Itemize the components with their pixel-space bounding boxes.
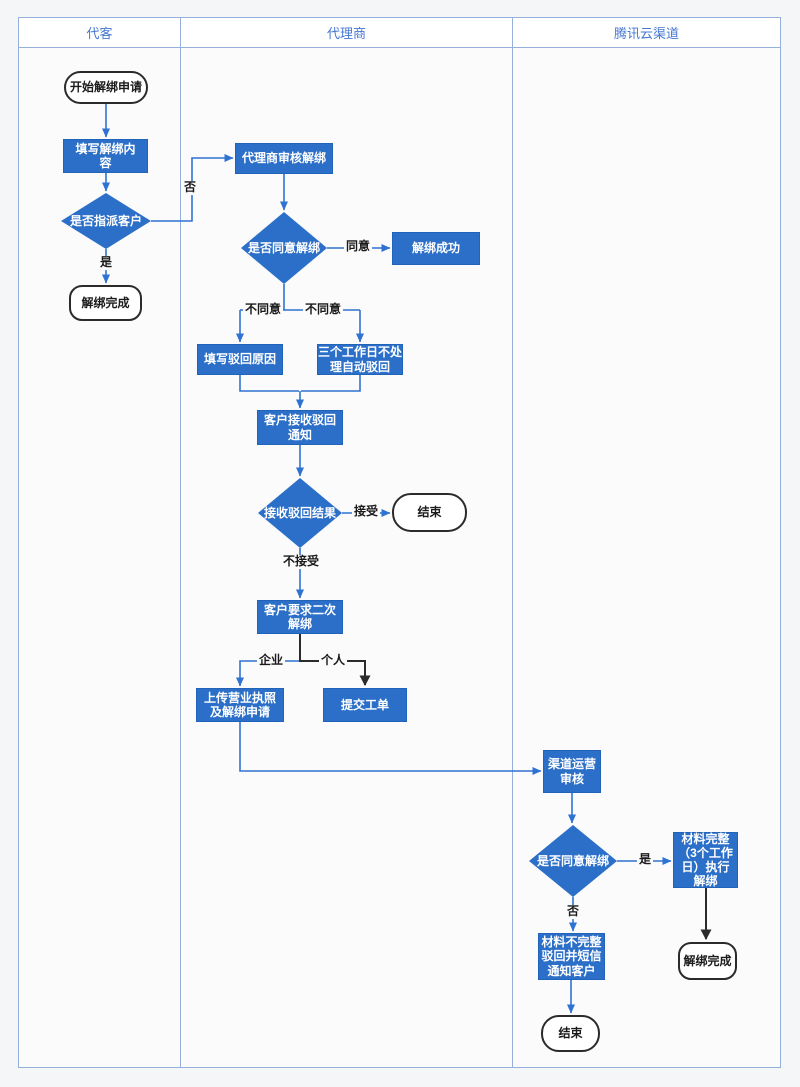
- edge-label-accept: 接受: [351, 504, 381, 519]
- edge-label-disagree-left: 不同意: [242, 302, 284, 317]
- lane-header-row: 代客 代理商 腾讯云渠道: [18, 17, 781, 48]
- fill-unbind-content-process: 填写解绑内 容: [63, 139, 148, 173]
- submit-ticket-process: 提交工单: [323, 688, 407, 722]
- unbind-complete-terminator-customer: 解绑完成: [69, 285, 142, 321]
- edge-label-yes-material: 是: [636, 852, 654, 867]
- auto-reject-process: 三个工作日不处 理自动驳回: [317, 344, 403, 375]
- fill-reject-reason-process: 填写驳回原因: [197, 344, 283, 375]
- edge-label-agree: 同意: [343, 239, 373, 254]
- channel-review-process: 渠道运营 审核: [543, 750, 601, 793]
- lane-header-customer: 代客: [19, 18, 181, 47]
- lane-header-tencent-channel: 腾讯云渠道: [613, 26, 679, 41]
- start-terminator: 开始解绑申请: [64, 71, 148, 104]
- edge-label-disagree-right: 不同意: [302, 302, 344, 317]
- edge-label-no-assign: 否: [181, 180, 199, 195]
- end-terminator-channel: 结束: [541, 1015, 600, 1052]
- edge-label-not-accept: 不接受: [280, 554, 322, 569]
- receive-reject-notice-process: 客户接收驳回 通知: [257, 410, 343, 445]
- material-incomplete-process: 材料不完整 驳回并短信 通知客户: [538, 933, 605, 980]
- edge-label-no-material: 否: [564, 904, 582, 919]
- upload-license-process: 上传营业执照 及解绑申请: [196, 688, 284, 722]
- material-complete-process: 材料完整 （3个工作 日）执行 解绑: [673, 832, 738, 888]
- lane-header-agent: 代理商: [181, 18, 513, 47]
- unbind-success-process: 解绑成功: [392, 232, 480, 265]
- swimlane-frame: [18, 17, 781, 1068]
- unbind-complete-terminator-channel: 解绑完成: [678, 942, 737, 980]
- lane-divider-1: [180, 48, 181, 1068]
- edge-label-yes-assign: 是: [97, 255, 115, 270]
- agent-review-process: 代理商审核解绑: [235, 143, 333, 174]
- end-terminator-agent: 结束: [392, 493, 467, 532]
- edge-label-personal: 个人: [318, 653, 348, 668]
- edge-label-enterprise: 企业: [256, 653, 286, 668]
- second-unbind-request-process: 客户要求二次 解绑: [257, 600, 343, 634]
- lane-divider-2: [512, 48, 513, 1068]
